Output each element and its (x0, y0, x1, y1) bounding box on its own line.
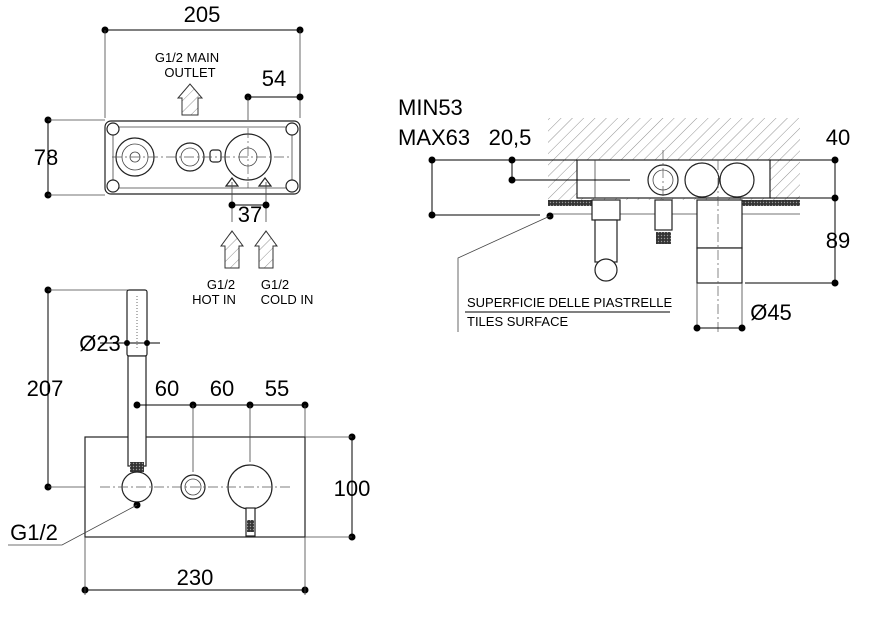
outlet-label-2: OUTLET (164, 65, 215, 80)
tiles-left (548, 200, 608, 206)
hot-in-label: HOT IN (192, 292, 236, 307)
dim-207: 207 (27, 376, 64, 401)
tiles-right (742, 200, 800, 206)
top-view: 205 G1/2 MAIN OUTLET 54 78 37 (34, 2, 314, 307)
dim-230: 230 (177, 565, 214, 590)
dim-205: 205 (184, 2, 221, 27)
front-view: 207 Ø23 60 60 55 100 230 (8, 286, 371, 595)
hand-shower-handle (127, 355, 147, 467)
outlet-arrow-icon (176, 83, 204, 116)
hot-in-size: G1/2 (207, 277, 235, 292)
dim-37: 37 (238, 202, 262, 227)
dim-40: 40 (826, 125, 850, 150)
outlet-label: G1/2 MAIN (155, 50, 219, 65)
dim-diameter-23: Ø23 (79, 331, 121, 356)
dim-89: 89 (826, 228, 850, 253)
tiles-surface-label-it: SUPERFICIE DELLE PIASTRELLE (467, 295, 673, 310)
diverter-sleeve (696, 199, 743, 249)
depth-max: MAX63 (398, 125, 470, 150)
dim-20-5: 20,5 (489, 125, 532, 150)
connection-label: G1/2 (10, 520, 58, 545)
cold-inlet-arrow-icon (254, 230, 278, 269)
dim-78: 78 (34, 145, 58, 170)
dim-diameter-45: Ø45 (750, 300, 792, 325)
cold-in-label: COLD IN (261, 292, 314, 307)
tiles-surface-label-en: TILES SURFACE (467, 314, 568, 329)
dim-55: 55 (265, 376, 289, 401)
cold-in-size: G1/2 (261, 277, 289, 292)
hot-inlet-arrow-icon (220, 230, 244, 269)
depth-min: MIN53 (398, 95, 463, 120)
shower-outlet-pipe (594, 219, 618, 263)
side-view: MIN53 MAX63 20,5 40 89 (398, 95, 850, 335)
dim-60-b: 60 (210, 376, 234, 401)
dim-60-a: 60 (155, 376, 179, 401)
dim-100: 100 (334, 476, 371, 501)
dim-54: 54 (262, 66, 286, 91)
